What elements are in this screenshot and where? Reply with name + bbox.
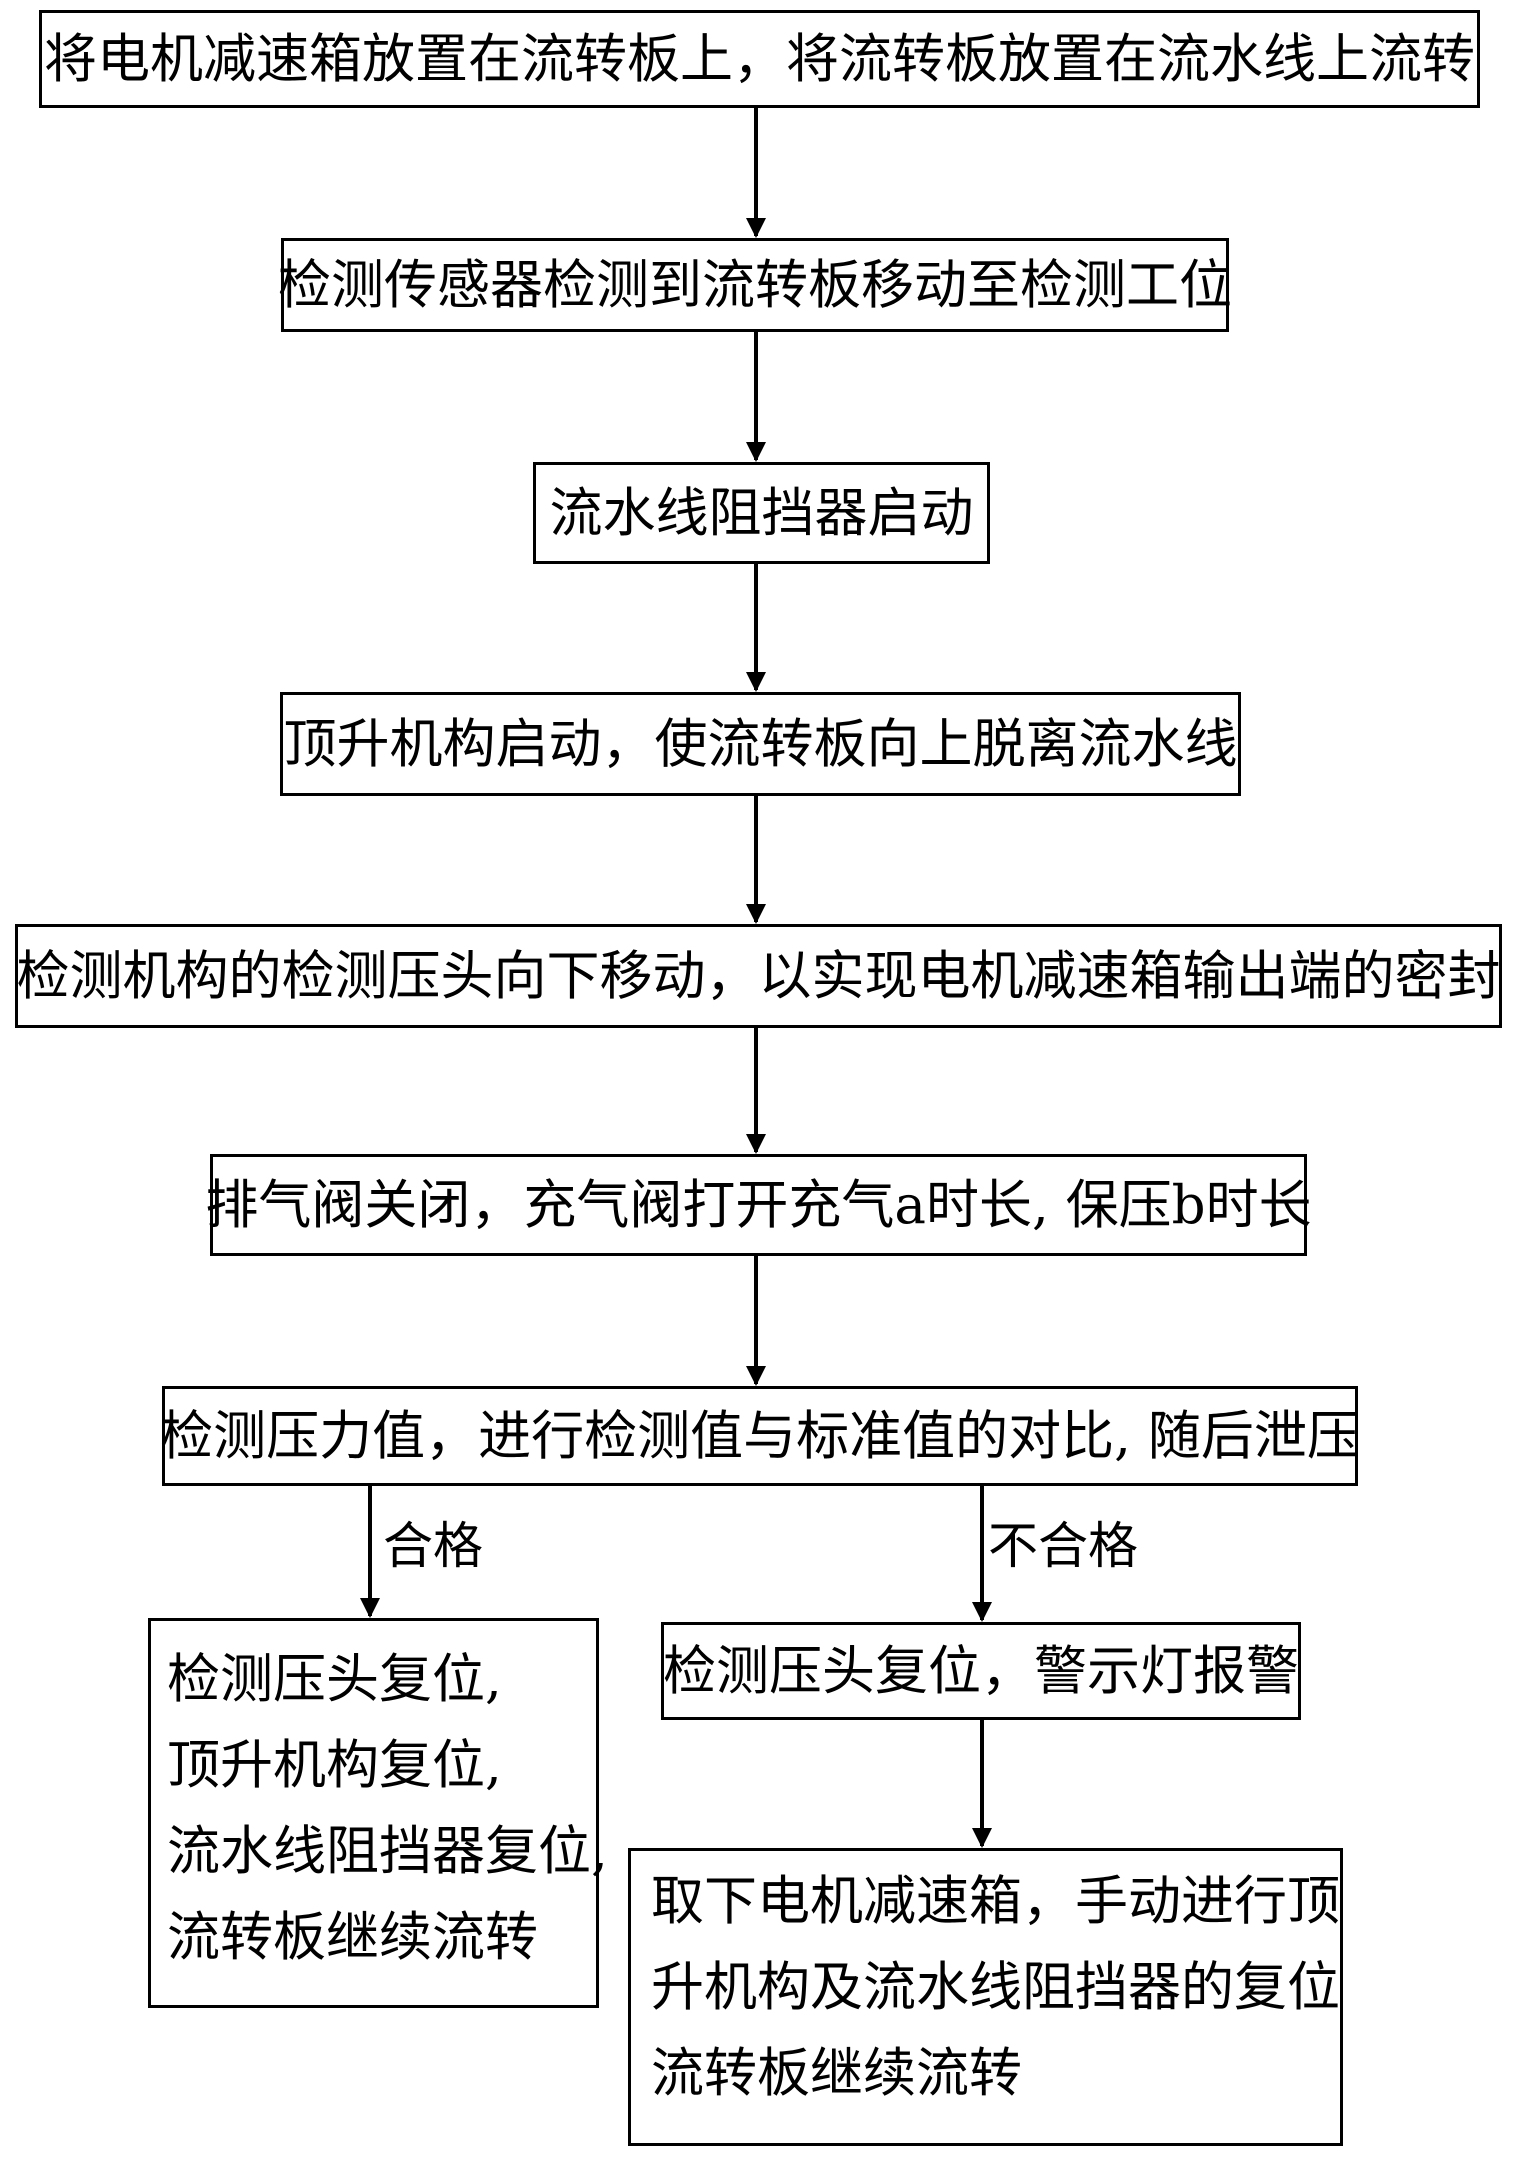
fail-label: 不合格	[988, 1517, 1138, 1575]
fail-final-line: 流转板继续流转	[651, 2043, 1022, 2104]
step-pass-reset: 检测压头复位, 顶升机构复位, 流水线阻挡器复位, 流转板继续流转	[148, 1618, 608, 2008]
fail-final-line: 取下电机减速箱，手动进行顶	[651, 1871, 1340, 1932]
pass-line: 流水线阻挡器复位,	[167, 1821, 608, 1882]
step-place-gearbox: 将电机减速箱放置在流转板上，将流转板放置在流水线上流转	[39, 10, 1480, 108]
step-fail-alarm: 检测压头复位，警示灯报警	[661, 1622, 1301, 1720]
fail-final-line: 升机构及流水线阻挡器的复位	[651, 1957, 1340, 2018]
pass-line: 检测压头复位,	[167, 1649, 502, 1710]
step-sensor-detect: 检测传感器检测到流转板移动至检测工位	[278, 238, 1232, 332]
step-fail-manual-reset: 取下电机减速箱，手动进行顶 升机构及流水线阻挡器的复位 流转板继续流转	[628, 1848, 1343, 2146]
step-compare-pressure: 检测压力值，进行检测值与标准值的对比, 随后泄压	[160, 1386, 1360, 1486]
step-lift-start: 顶升机构启动，使流转板向上脱离流水线	[280, 692, 1241, 796]
step-inflate-hold: 排气阀关闭，充气阀打开充气a时长, 保压b时长	[205, 1154, 1312, 1256]
pass-line: 流转板继续流转	[167, 1907, 538, 1968]
pass-label: 合格	[383, 1517, 483, 1575]
pass-line: 顶升机构复位,	[167, 1735, 502, 1796]
step-blocker-start: 流水线阻挡器启动	[533, 462, 990, 564]
step-press-head-down: 检测机构的检测压头向下移动，以实现电机减速箱输出端的密封	[15, 924, 1502, 1028]
